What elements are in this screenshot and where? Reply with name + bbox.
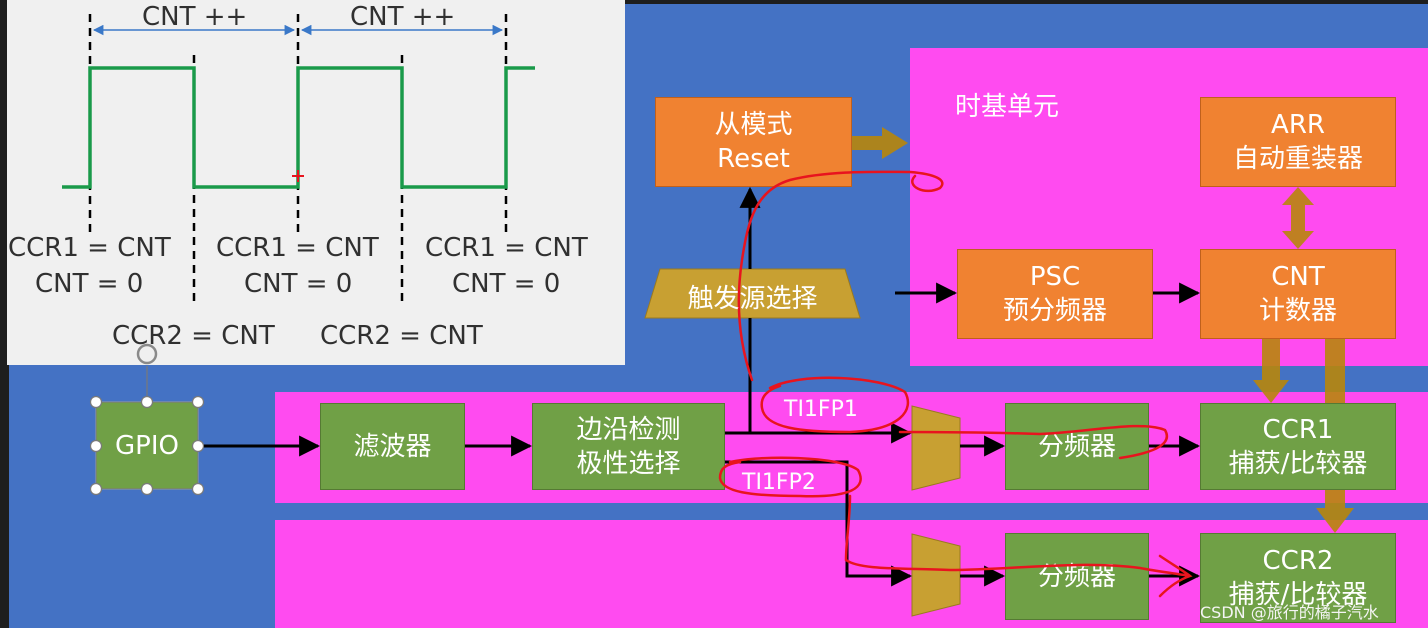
ccr2-desc-label: 捕获/比较器 (1228, 580, 1368, 610)
cnt-label: CNT (1271, 262, 1325, 292)
cnt-reset-label-3: CNT = 0 (452, 269, 561, 299)
ccr1-capture-label-2: CCR1 = CNT (216, 233, 379, 263)
prescaler-2-block[interactable]: 分频器 (1005, 533, 1149, 620)
trigger-select-shape (644, 268, 861, 319)
ti1fp1-path-scribble (898, 424, 1169, 460)
ccr1-to-ccr2-arrow (1316, 490, 1354, 533)
cnt-reset-label-2: CNT = 0 (244, 269, 353, 299)
ti1fp2-circle (718, 456, 862, 498)
ccr1-capture-label-3: CCR1 = CNT (425, 233, 588, 263)
reset-path-scribble (737, 170, 944, 382)
cnt-desc-label: 计数器 (1258, 296, 1337, 326)
top-edge-strip (625, 0, 1428, 4)
left-edge-strip (0, 0, 9, 628)
ccr1-block[interactable]: CCR1 捕获/比较器 (1200, 403, 1396, 490)
waveform-panel (7, 0, 625, 365)
cnt-increment-label-1: CNT ++ (142, 2, 248, 32)
edge-detect-label: 边沿检测 (576, 414, 681, 445)
slave-mode-block[interactable]: 从模式 Reset (655, 97, 852, 187)
watermark: CSDN @旅行的橘子汽水 (1200, 603, 1379, 622)
red-cursor-mark (292, 170, 304, 182)
arr-cnt-double-arrow (1282, 187, 1314, 249)
cnt-to-ccr1-arrow-a (1253, 339, 1289, 403)
rotate-handle-icon (136, 343, 158, 365)
trigger-select-label: 触发源选择 (687, 284, 818, 314)
psc-label: PSC (1029, 262, 1081, 292)
channel-2-mux (911, 533, 961, 617)
filter-block[interactable]: 滤波器 (320, 403, 465, 490)
ccr1-desc-label: 捕获/比较器 (1228, 448, 1368, 479)
ccr2-capture-label-2: CCR2 = CNT (320, 321, 483, 351)
ti1fp2-path-scribble (844, 494, 1193, 598)
polarity-select-label: 极性选择 (576, 448, 681, 479)
ti1fp2-wire (725, 460, 913, 587)
ccr1-capture-label-1: CCR1 = CNT (8, 233, 171, 263)
prescaler-1-label: 分频器 (1037, 431, 1116, 462)
pwm-square-wave (62, 66, 535, 189)
red-annotations (718, 170, 1193, 598)
cnt-block[interactable]: CNT 计数器 (1200, 249, 1396, 339)
slave-mode-label: 从模式 (714, 110, 793, 140)
filter-label: 滤波器 (353, 431, 432, 462)
ccr2-label: CCR2 (1262, 546, 1334, 576)
gpio-block[interactable]: GPIO (96, 402, 198, 489)
channel-1-mux (911, 405, 961, 491)
ccr1-label: CCR1 (1262, 414, 1334, 445)
psc-block[interactable]: PSC 预分频器 (957, 249, 1153, 339)
arr-block[interactable]: ARR 自动重装器 (1200, 97, 1396, 187)
psc-desc-label: 预分频器 (1002, 296, 1107, 326)
ti1fp1-circle (760, 376, 910, 434)
timebase-title: 时基单元 (955, 92, 1060, 122)
ccr2-block[interactable]: CCR2 捕获/比较器 (1200, 533, 1396, 623)
ti1fp1-label: TI1FP1 (784, 397, 858, 422)
cnt-increment-label-2: CNT ++ (350, 2, 456, 32)
ti1fp2-label: TI1FP2 (742, 470, 816, 495)
cnt-to-ccr1-arrow-b (1325, 339, 1345, 403)
cnt-reset-label-1: CNT = 0 (35, 269, 144, 299)
slave-mode-reset-label: Reset (717, 144, 790, 174)
arr-label: ARR (1271, 110, 1325, 140)
gpio-selection-handles (89, 343, 205, 496)
arr-desc-label: 自动重装器 (1232, 144, 1363, 174)
ccr2-capture-label-1: CCR2 = CNT (112, 321, 275, 351)
gpio-label: GPIO (115, 430, 179, 461)
prescaler-1-block[interactable]: 分频器 (1005, 403, 1149, 490)
edge-detect-block[interactable]: 边沿检测 极性选择 (532, 403, 725, 490)
slave-to-timebase-arrow (852, 127, 908, 159)
